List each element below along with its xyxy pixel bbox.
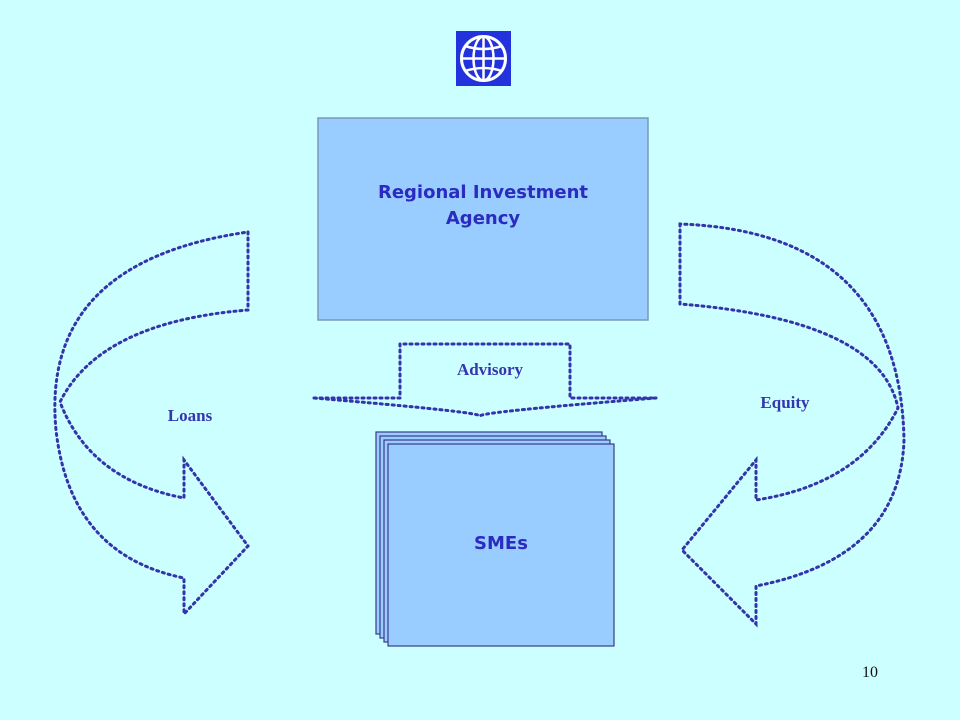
loans-label: Loans xyxy=(167,406,213,425)
agency-label-line1: Regional Investment xyxy=(377,182,589,203)
agency-label-line2: Agency xyxy=(445,208,521,229)
agency-box xyxy=(317,117,649,321)
advisory-arrow xyxy=(313,342,657,418)
smes-label: SMEs xyxy=(474,533,528,554)
smes-box xyxy=(387,443,615,647)
equity-arrow xyxy=(678,222,906,628)
loans-arrow xyxy=(53,230,250,618)
equity-label: Equity xyxy=(760,393,810,412)
page-number: 10 xyxy=(862,664,878,681)
agency-label: Regional Investment Agency xyxy=(318,180,648,232)
globe-logo-icon xyxy=(456,31,511,86)
smes-stack xyxy=(375,431,615,647)
advisory-label: Advisory xyxy=(456,360,524,379)
